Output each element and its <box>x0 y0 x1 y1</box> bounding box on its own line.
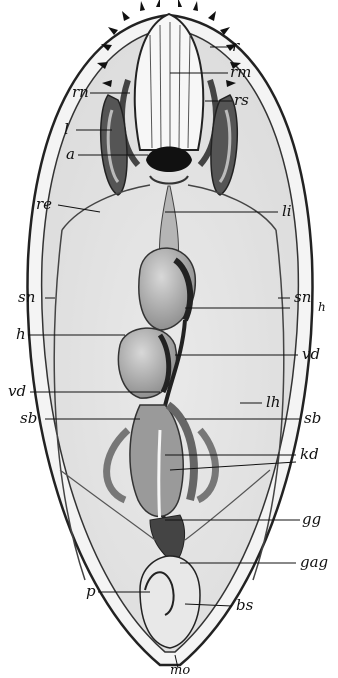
label-l: l <box>64 120 69 138</box>
label-lh: lh <box>266 393 280 411</box>
label-gag: gag <box>300 553 328 571</box>
label-sb-left: sb <box>20 409 37 427</box>
label-r: r <box>232 37 240 55</box>
label-vd-right: vd <box>302 345 320 363</box>
label-sb-right: sb <box>304 409 321 427</box>
label-rs: rs <box>234 91 249 109</box>
label-kd: kd <box>300 445 319 463</box>
label-a: a <box>66 145 75 163</box>
label-rm: rm <box>230 63 251 81</box>
label-vd-left: vd <box>8 382 26 400</box>
label-rn: rn <box>72 83 89 101</box>
label-bs: bs <box>236 596 254 614</box>
label-li: li <box>282 202 292 220</box>
label-sn-right: sn <box>294 288 311 306</box>
label-p: p <box>86 582 96 600</box>
label-gg: gg <box>302 510 321 528</box>
label-re: re <box>36 195 52 213</box>
label-h: h <box>16 325 26 343</box>
label-sn-left: sn <box>18 288 35 306</box>
label-mo: mo <box>170 663 190 678</box>
label-h-sub: h <box>318 300 326 314</box>
ganglion <box>146 147 192 184</box>
